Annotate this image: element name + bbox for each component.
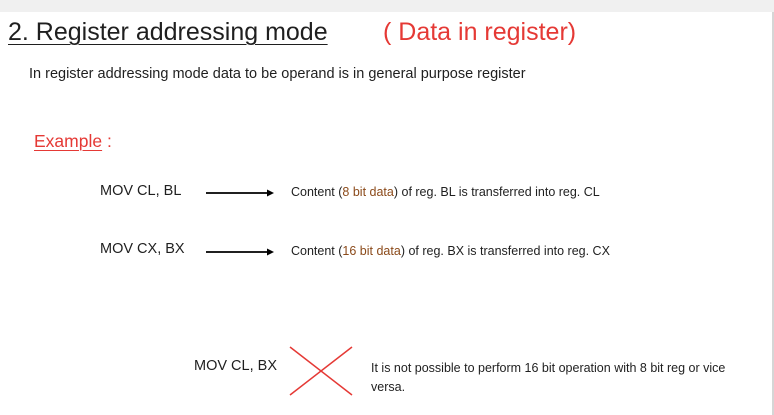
description-2-before: Content (	[291, 244, 343, 258]
description-2: Content (16 bit data) of reg. BX is tran…	[291, 244, 610, 258]
description-1-after: ) of reg. BL is transferred into reg. CL	[393, 185, 600, 199]
right-arrow-icon	[206, 248, 274, 256]
window-top-strip	[0, 0, 774, 12]
example-heading: Example :	[34, 131, 112, 152]
slide-title-suffix: ( Data in register)	[383, 18, 577, 46]
invalid-note: It is not possible to perform 16 bit ope…	[371, 361, 726, 394]
description-2-highlight: 16 bit data	[342, 244, 401, 258]
instruction-1: MOV CL, BL	[100, 183, 182, 199]
slide-title-text: 2. Register addressing mode	[8, 18, 328, 46]
description-1-before: Content (	[291, 185, 343, 199]
instruction-2: MOV CX, BX	[100, 241, 185, 257]
description-1: Content (8 bit data) of reg. BL is trans…	[291, 185, 600, 199]
invalid-instruction: MOV CL, BX	[194, 358, 277, 374]
description-1-highlight: 8 bit data	[342, 185, 394, 199]
slide-right-border	[772, 12, 774, 415]
slide-title: 2. Register addressing mode	[8, 18, 328, 47]
cross-icon	[289, 346, 353, 396]
right-arrow-icon	[206, 189, 274, 197]
example-label: Example	[34, 131, 103, 151]
description-2-after: ) of reg. BX is transferred into reg. CX	[400, 244, 610, 258]
intro-text: In register addressing mode data to be o…	[29, 66, 526, 82]
example-colon: :	[102, 131, 112, 151]
slide: 2. Register addressing mode ( Data in re…	[0, 12, 772, 415]
